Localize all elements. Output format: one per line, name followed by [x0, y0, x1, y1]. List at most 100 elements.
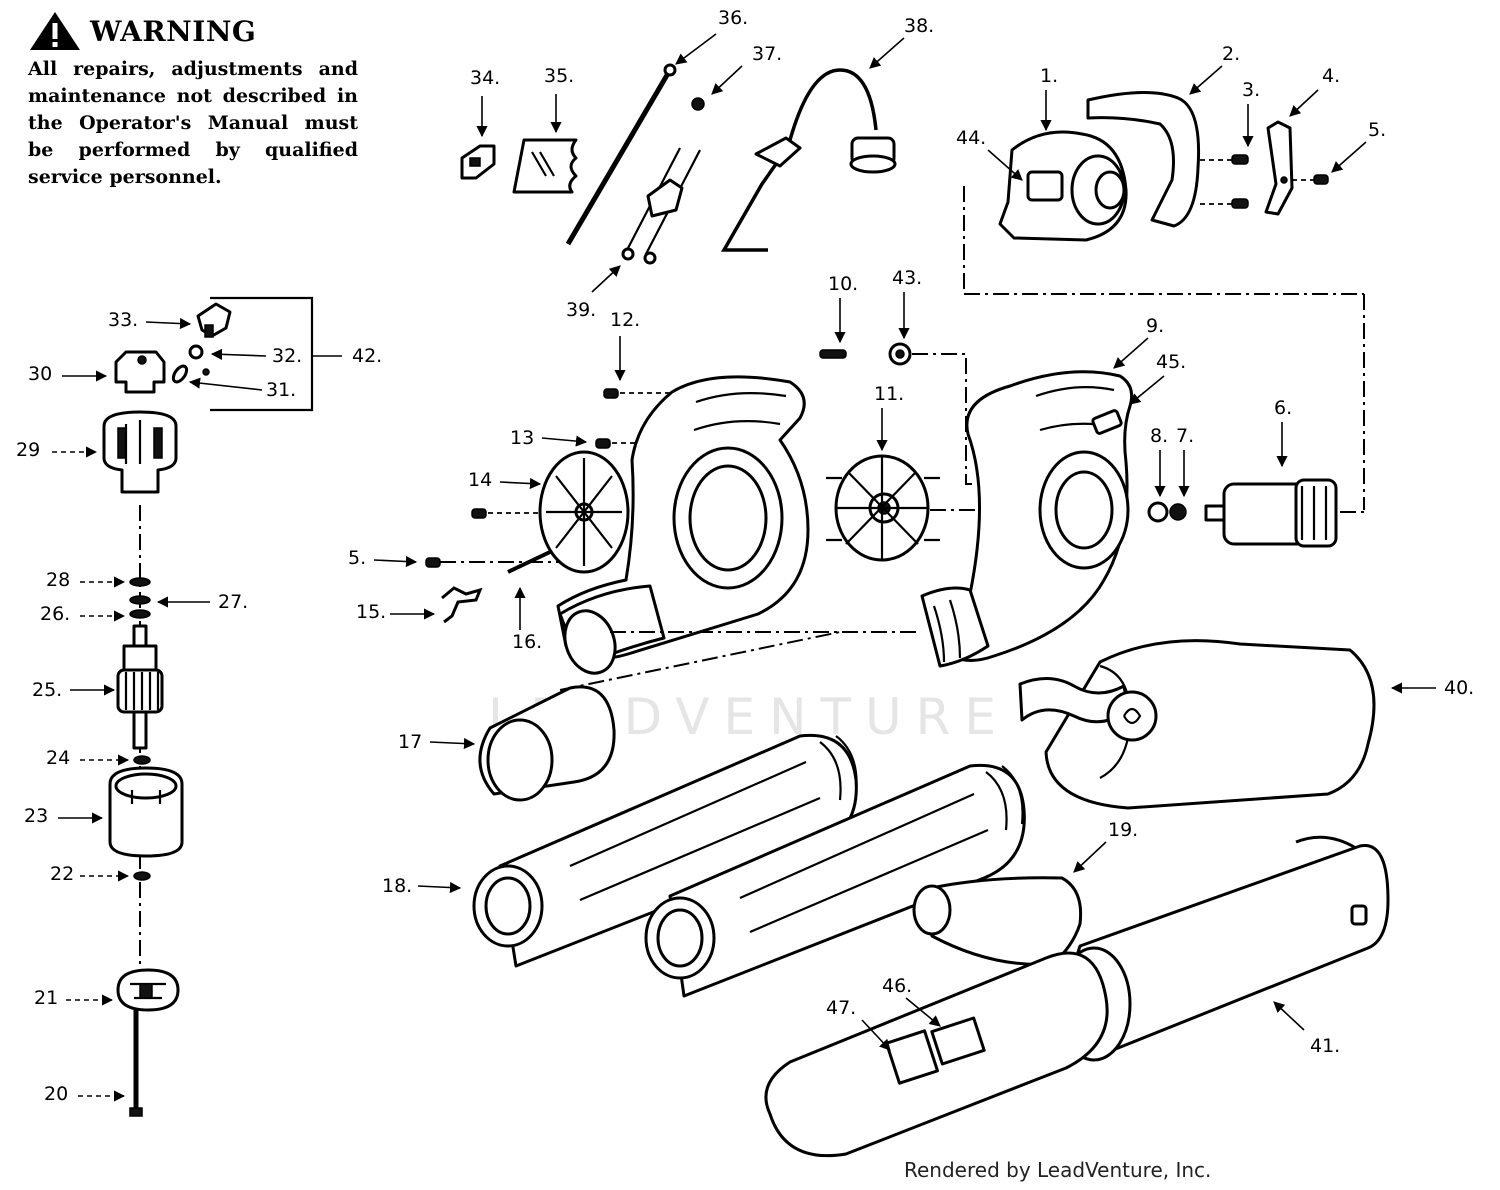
part-5-screw-top: [1292, 174, 1329, 185]
part-27-washer: [129, 595, 151, 605]
left-housing-half: [556, 375, 810, 675]
callout-40: 40.: [1444, 677, 1474, 699]
part-24-washer: [133, 755, 151, 765]
callout-7: 7.: [1176, 425, 1194, 447]
warning-title: WARNING: [90, 14, 257, 48]
callout-28: 28: [46, 569, 70, 591]
part-46-label: [930, 1016, 986, 1066]
part-37-nut: [691, 97, 705, 111]
callout-24: 24: [46, 747, 70, 769]
callout-16: 16.: [512, 631, 542, 653]
callout-34: 34.: [470, 67, 500, 89]
part-21-end-bell: [116, 968, 180, 1012]
part-28-washer: [129, 577, 151, 587]
part-47-label: [884, 1029, 940, 1085]
part-39-switch-link: [621, 147, 701, 265]
part-10-screw: [819, 349, 847, 359]
part-20-bolt: [129, 1010, 143, 1117]
callout-21: 21: [34, 987, 58, 1009]
part-26-washer: [129, 609, 151, 619]
callout-29: 29: [16, 439, 40, 461]
callout-13: 13: [510, 427, 534, 449]
part-8-washer: [1147, 501, 1169, 523]
warning-heading: WARNING: [28, 10, 358, 52]
callout-33: 33.: [108, 309, 138, 331]
part-19-nozzle: [912, 876, 1083, 966]
callout-42: 42.: [352, 345, 382, 367]
callout-8: 8.: [1150, 425, 1168, 447]
callout-35: 35.: [544, 65, 574, 87]
part-33-brush-holder: [196, 302, 232, 338]
right-housing-half: [920, 370, 1134, 668]
warning-notice: WARNING All repairs, adjustments and mai…: [28, 10, 358, 191]
part-41-vacuum-tube: [1056, 835, 1390, 1062]
part-38-power-cord: [720, 68, 897, 252]
callout-46: 46.: [882, 975, 912, 997]
part-11-impeller: [826, 454, 980, 562]
part-5-screw-lower: [425, 557, 560, 568]
callout-15: 15.: [356, 601, 386, 623]
part-34-switch: [460, 144, 496, 180]
callout-36: 36.: [718, 7, 748, 29]
part-32-31-brush-parts: [171, 344, 210, 384]
render-credit: Rendered by LeadVenture, Inc.: [904, 1158, 1212, 1182]
part-25-armature: [116, 624, 164, 750]
callout-9: 9.: [1146, 315, 1164, 337]
callout-labels: 1. 2. 3. 4. 5. 6. 7. 8. 9. 10. 11. 12. 1…: [16, 7, 1474, 1105]
callout-27: 27.: [218, 591, 248, 613]
leader-arrows: [52, 33, 1436, 1102]
callout-25: 25.: [32, 679, 62, 701]
part-17-tube-collar: [478, 685, 616, 802]
part-4-handle-bracket: [1264, 120, 1294, 216]
callout-5-top: 5.: [1368, 119, 1386, 141]
callout-18: 18.: [382, 875, 412, 897]
part-23-motor-housing: [108, 766, 184, 858]
part-14-intake-cover: [538, 450, 630, 574]
callout-17: 17: [398, 731, 422, 753]
part-12-screw: [603, 388, 676, 399]
callout-32: 32.: [272, 345, 302, 367]
part-15-clip: [441, 586, 483, 624]
part-36-rod: [565, 63, 677, 246]
part-vacuum-lower-tube: [764, 951, 1109, 1158]
part-40-vacuum-bag: [1018, 639, 1376, 810]
part-22-washer: [133, 871, 151, 881]
callout-3: 3.: [1242, 79, 1260, 101]
part-14-screw: [471, 508, 540, 519]
callout-6: 6.: [1274, 397, 1292, 419]
callout-38: 38.: [904, 15, 934, 37]
callout-4: 4.: [1322, 65, 1340, 87]
warning-triangle-icon: [30, 12, 80, 50]
warning-text: All repairs, adjustments and maintenance…: [28, 58, 358, 188]
callout-14: 14: [468, 469, 492, 491]
callout-20: 20: [44, 1083, 68, 1105]
callout-30: 30: [28, 363, 52, 385]
callout-41: 41.: [1310, 1035, 1340, 1057]
part-3-screws: [1200, 154, 1249, 209]
part-7-washer: [1169, 503, 1187, 521]
part-44-decal: [1026, 170, 1064, 202]
part-13-screw: [595, 438, 652, 449]
callout-37: 37.: [752, 43, 782, 65]
part-18-blower-tube-upper: [644, 763, 1026, 998]
part-18-blower-tube-lower: [472, 733, 858, 968]
part-16-pin: [507, 550, 551, 574]
callout-45: 45.: [1156, 351, 1186, 373]
part-45-switch: [1091, 409, 1123, 435]
callout-12: 12.: [610, 309, 640, 331]
part-30-end-cap: [114, 350, 166, 394]
callout-19: 19.: [1108, 819, 1138, 841]
callout-11: 11.: [874, 383, 904, 405]
callout-31: 31.: [266, 379, 296, 401]
part-35-label: [512, 138, 578, 194]
callout-26: 26.: [40, 603, 70, 625]
callout-10: 10.: [828, 273, 858, 295]
part-2-handle: [1086, 91, 1201, 228]
callout-1: 1.: [1040, 65, 1058, 87]
callout-23: 23: [24, 805, 48, 827]
callout-47: 47.: [826, 997, 856, 1019]
callout-22: 22: [50, 863, 74, 885]
callout-5-lower: 5.: [348, 547, 366, 569]
